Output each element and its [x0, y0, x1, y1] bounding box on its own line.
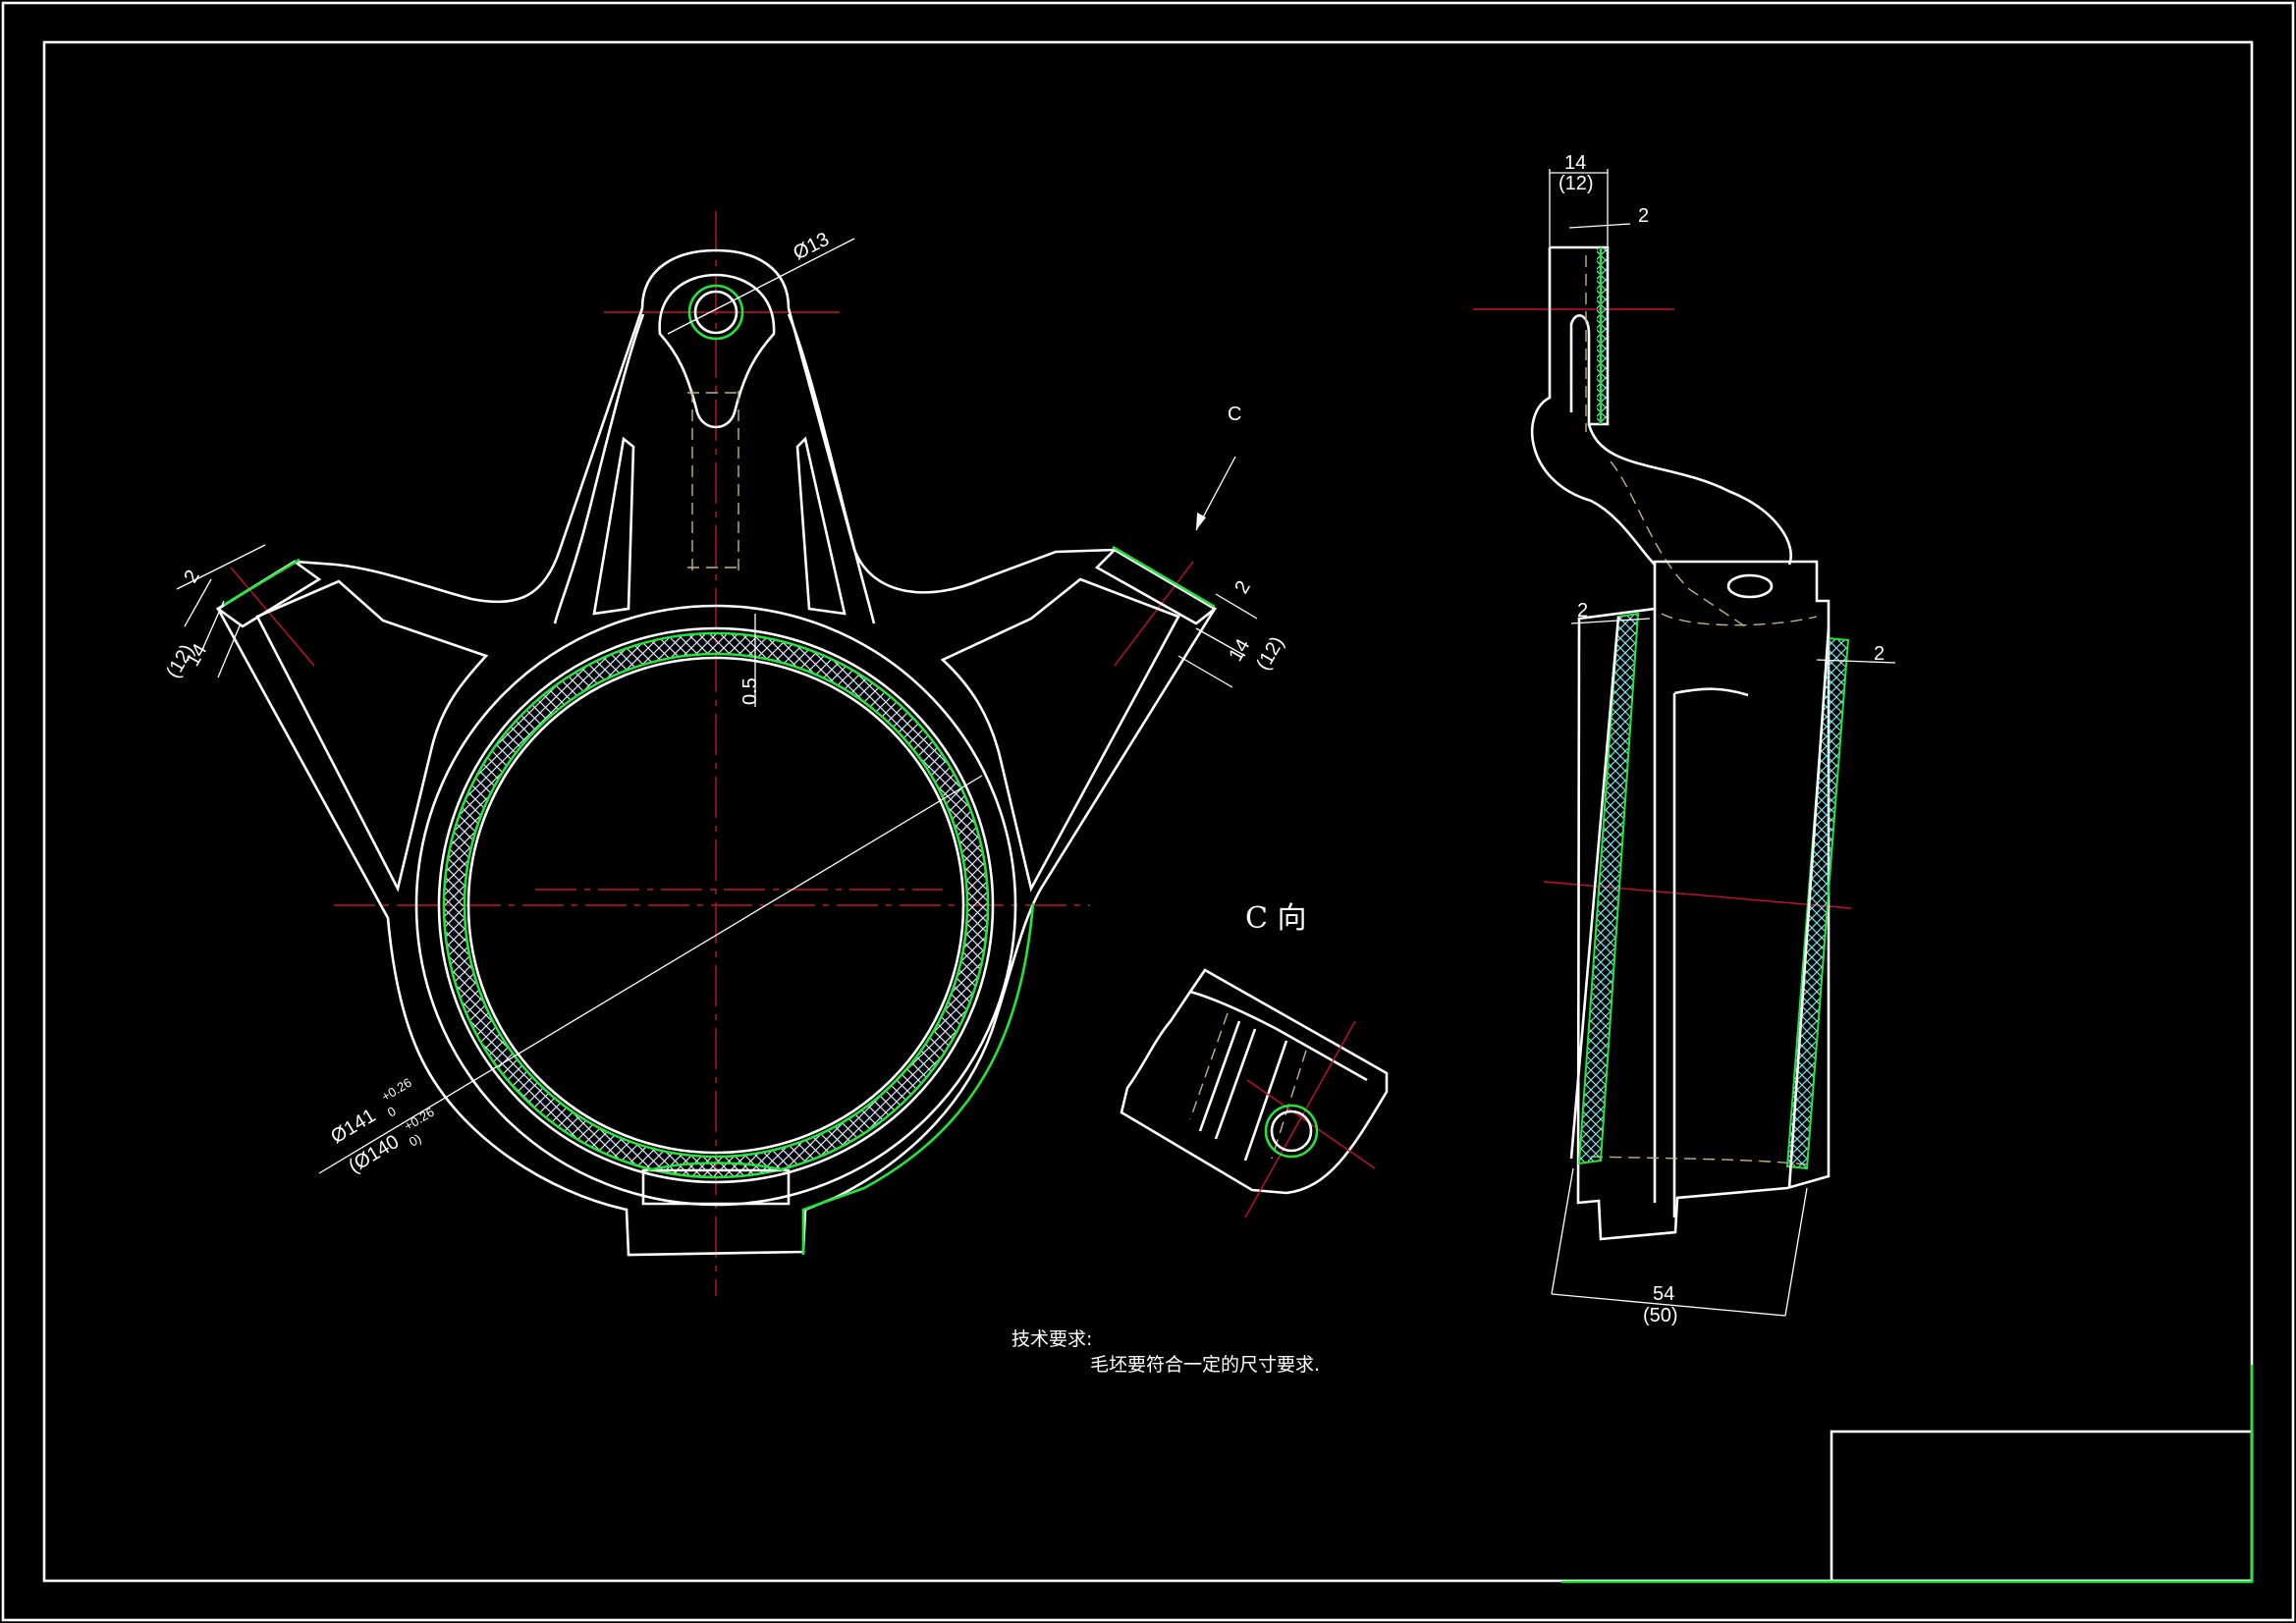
side-upper-block: [1576, 560, 1831, 1241]
left-flange-pad-green: [223, 558, 301, 607]
right-flange-pad: [1094, 548, 1218, 625]
side-hole: [1726, 573, 1774, 599]
hole-circle: [693, 290, 738, 335]
bore-allowance-outer: [442, 631, 990, 1179]
bore-ring-hatch: [444, 633, 988, 1177]
bore-tolerance-lower: 0: [385, 1104, 399, 1120]
left-flange-centerline: [230, 567, 315, 667]
title-block: [1830, 1430, 2254, 1583]
view-c-inner-edge: [1189, 990, 1368, 1082]
bottom-outer-green: [801, 902, 1035, 1255]
view-c-title: C 向: [1245, 901, 1307, 936]
hole-diameter-label: Ø13: [790, 229, 833, 265]
hole-allowance-ring: [687, 284, 744, 341]
title-block-green-edge: [1561, 1365, 2254, 1584]
side-left-allowance-dim: [1570, 618, 1651, 624]
view-c-slot-2: [1243, 1040, 1288, 1162]
side-neck-outline: [1530, 247, 1792, 566]
side-bottom-width-finished-label: (50): [1643, 1305, 1678, 1326]
bore-allowance-inner: [463, 652, 969, 1159]
side-bottom-width-label: 54: [1653, 1283, 1674, 1305]
side-neck-hidden: [1610, 460, 1749, 629]
side-inner-web: [1653, 609, 1749, 1217]
side-left-allowance: [1577, 612, 1640, 1165]
right-flange-dim-lines: [1177, 593, 1258, 688]
view-c-centerline-1: [1244, 1020, 1356, 1218]
side-upper-hidden: [1590, 613, 1818, 1165]
view-c-arrowhead: [1196, 513, 1206, 530]
view-c-outline: [1120, 968, 1389, 1195]
side-right-allowance-label: 2: [1874, 643, 1885, 665]
view-c-arrow-label: C: [1228, 404, 1241, 425]
side-outer-lines: [1569, 616, 1831, 1189]
side-top-tab-hatch: [1597, 247, 1608, 424]
left-web-pocket: [255, 579, 489, 893]
notes-heading: 技术要求:: [1011, 1328, 1092, 1350]
right-flange-allowance-label: 2: [1230, 577, 1255, 598]
bottom-foot-green: [647, 1162, 785, 1172]
technical-requirements: 技术要求: 毛坯要符合一定的尺寸要求.: [1011, 1328, 1320, 1376]
left-flange-allowance-label: 2: [180, 567, 204, 587]
side-top-width-label: 14: [1564, 152, 1586, 174]
front-body-outline: [216, 248, 1217, 1257]
view-c: C 向: [1120, 901, 1389, 1218]
right-flange-centerline: [1114, 561, 1194, 667]
side-top-width-dim: [1549, 169, 1631, 247]
front-view: Ø141 +0.26 0 (Ø140 +0.26 0) Ø13 0.5 2 14…: [162, 211, 1288, 1296]
side-centerline-main: [1543, 881, 1852, 909]
bottom-foot: [641, 1168, 791, 1206]
view-c-hole-allowance: [1264, 1104, 1319, 1159]
inner-border: [42, 40, 2254, 1583]
hole-boss-teardrop: [658, 273, 776, 429]
right-flange-pad-green: [1112, 545, 1216, 609]
view-c-slot-1: [1198, 1020, 1257, 1140]
side-top-width-finished-label: (12): [1558, 173, 1594, 194]
side-view: 14 (12) 2 2 2 54 (50): [1473, 152, 1896, 1326]
right-flange-thickness-label: 14: [1225, 635, 1254, 665]
bore-finished-tolerance-upper: +0.26: [402, 1105, 437, 1134]
hole-diameter-leader: [667, 238, 855, 335]
right-flange-thickness-finished-label: (12): [1252, 633, 1288, 675]
bore-inner: [466, 656, 965, 1155]
right-web-pocket: [940, 577, 1180, 893]
arm-inner-outline: [553, 313, 876, 624]
side-left-allowance-label: 2: [1577, 600, 1588, 622]
notes-line-1: 毛坯要符合一定的尺寸要求.: [1090, 1354, 1320, 1376]
side-right-allowance-dim: [1816, 659, 1896, 664]
bore-tolerance-upper: +0.26: [379, 1075, 414, 1105]
bore-ring-2: [437, 626, 995, 1184]
bore-allowance-label: 0.5: [739, 677, 761, 705]
side-top-allowance-label: 2: [1638, 205, 1649, 227]
side-right-allowance: [1785, 636, 1850, 1170]
side-bottom-width-dim: [1551, 1167, 1808, 1317]
left-arm-slot: [592, 436, 635, 616]
left-flange-dim-lines: [176, 544, 266, 678]
view-c-hole: [1270, 1109, 1313, 1153]
bore-diameter-leader: [318, 775, 983, 1174]
right-arm-slot: [795, 436, 847, 616]
